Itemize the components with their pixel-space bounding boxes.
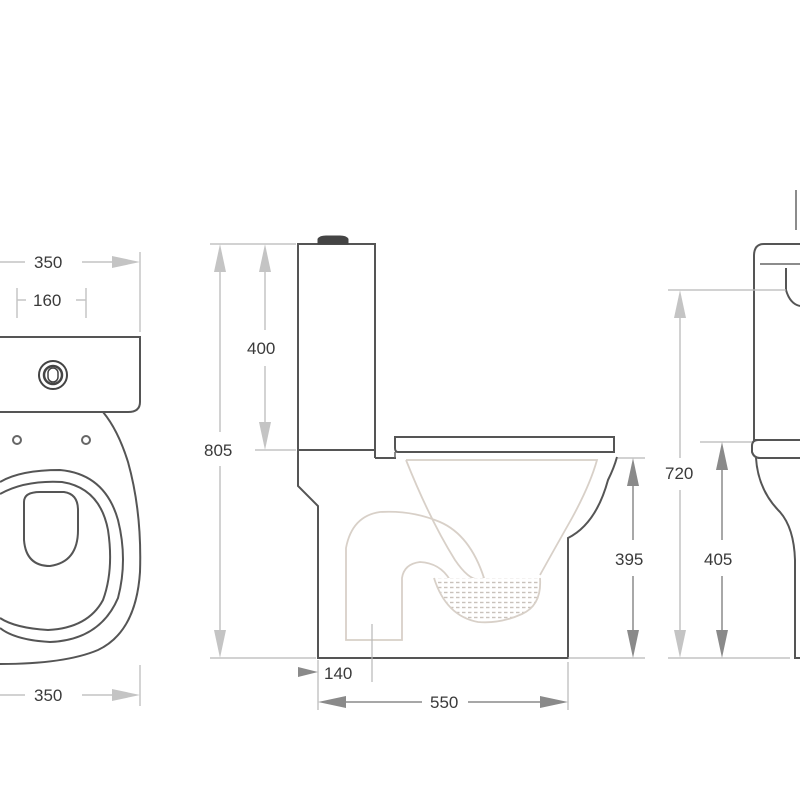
side-view-seat bbox=[394, 436, 615, 453]
top-view-bowl-opening bbox=[23, 491, 79, 568]
dim-tank-height: 400 bbox=[247, 244, 296, 451]
dim-front-seat-height: 720 bbox=[665, 289, 790, 659]
side-view-trapway bbox=[345, 459, 486, 641]
dim-label-405: 405 bbox=[704, 550, 732, 569]
side-view-water bbox=[434, 578, 541, 623]
dim-seat-height: 395 bbox=[568, 457, 645, 659]
dim-depth: 550 bbox=[318, 662, 569, 712]
dim-label-160: 160 bbox=[33, 291, 61, 310]
front-view: 720 405 bbox=[665, 190, 800, 659]
front-view-seat bbox=[751, 439, 800, 459]
side-view-body bbox=[297, 450, 618, 659]
dim-bolt-spacing: 160 bbox=[16, 288, 87, 318]
dim-label-720: 720 bbox=[665, 464, 693, 483]
flush-button-icon bbox=[38, 360, 68, 390]
side-view: 805 400 395 140 bbox=[204, 235, 645, 712]
dim-front-bowl-height: 405 bbox=[700, 441, 752, 658]
dim-total-height: 805 bbox=[204, 243, 316, 659]
dim-label-395: 395 bbox=[615, 550, 643, 569]
seat-bolt-right-icon bbox=[81, 435, 91, 445]
dim-label-805: 805 bbox=[204, 441, 232, 460]
dim-label-140: 140 bbox=[324, 664, 352, 683]
seat-bolt-left-icon bbox=[12, 435, 22, 445]
front-view-tank bbox=[753, 243, 800, 441]
dim-label-550: 550 bbox=[430, 693, 458, 712]
dim-label-400: 400 bbox=[247, 339, 275, 358]
dim-outlet-offset: 140 bbox=[298, 624, 373, 710]
top-view-bowl-outer bbox=[0, 411, 142, 665]
top-view: 350 160 350 bbox=[0, 252, 142, 706]
front-view-bowl bbox=[755, 457, 800, 659]
top-view-tank bbox=[0, 336, 141, 413]
dim-label-350-top: 350 bbox=[34, 253, 62, 272]
top-view-seat-ring bbox=[0, 468, 124, 644]
dim-label-350-bottom: 350 bbox=[34, 686, 62, 705]
dim-bowl-width: 350 bbox=[0, 665, 141, 706]
side-view-tank bbox=[297, 243, 376, 451]
side-view-flush-button bbox=[317, 235, 349, 245]
dim-top-tank-width: 350 bbox=[0, 252, 141, 332]
